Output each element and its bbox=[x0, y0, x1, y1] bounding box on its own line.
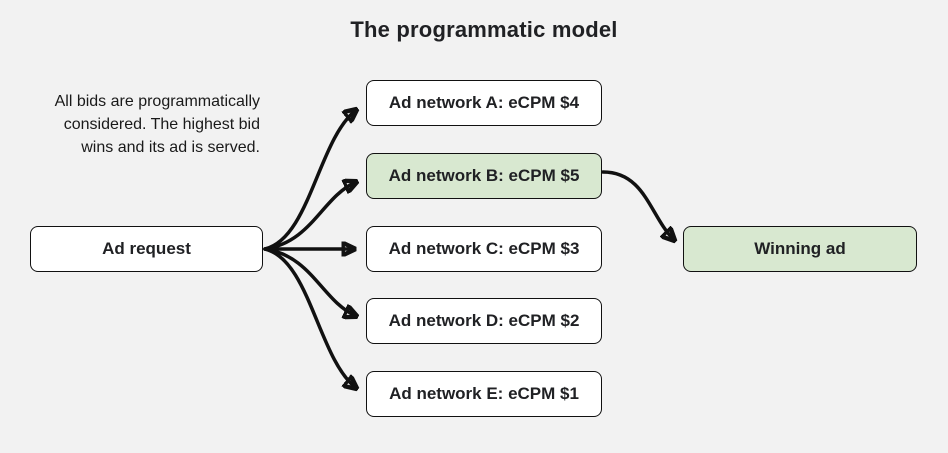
node-ad-network-e: Ad network E: eCPM $1 bbox=[366, 371, 602, 417]
node-ad-network-d: Ad network D: eCPM $2 bbox=[366, 298, 602, 344]
arrow-request-to-network-a bbox=[263, 110, 356, 251]
arrow-request-to-network-e bbox=[263, 247, 356, 388]
arrow-network-b-to-winning-ad bbox=[601, 170, 674, 240]
node-ad-network-a: Ad network A: eCPM $4 bbox=[366, 80, 602, 126]
node-ad-request: Ad request bbox=[30, 226, 263, 272]
node-label: Ad network E: eCPM $1 bbox=[389, 384, 579, 403]
description-text: All bids are programmatically considered… bbox=[12, 90, 260, 159]
description-line: All bids are programmatically bbox=[54, 93, 260, 110]
diagram-title: The programmatic model bbox=[350, 17, 618, 42]
node-label: Winning ad bbox=[754, 239, 846, 258]
node-label: Ad network B: eCPM $5 bbox=[388, 166, 580, 185]
node-label: Ad network C: eCPM $3 bbox=[388, 239, 580, 258]
description-line: wins and its ad is served. bbox=[81, 139, 260, 156]
arrow-request-to-network-d bbox=[263, 247, 356, 316]
node-ad-network-b: Ad network B: eCPM $5 bbox=[366, 153, 602, 199]
node-winning-ad: Winning ad bbox=[683, 226, 917, 272]
node-label: Ad network D: eCPM $2 bbox=[388, 311, 580, 330]
node-ad-network-c: Ad network C: eCPM $3 bbox=[366, 226, 602, 272]
node-label: Ad network A: eCPM $4 bbox=[388, 93, 580, 112]
node-label: Ad request bbox=[102, 239, 191, 258]
description-line: considered. The highest bid bbox=[63, 116, 260, 133]
arrow-request-to-network-b bbox=[263, 182, 356, 251]
